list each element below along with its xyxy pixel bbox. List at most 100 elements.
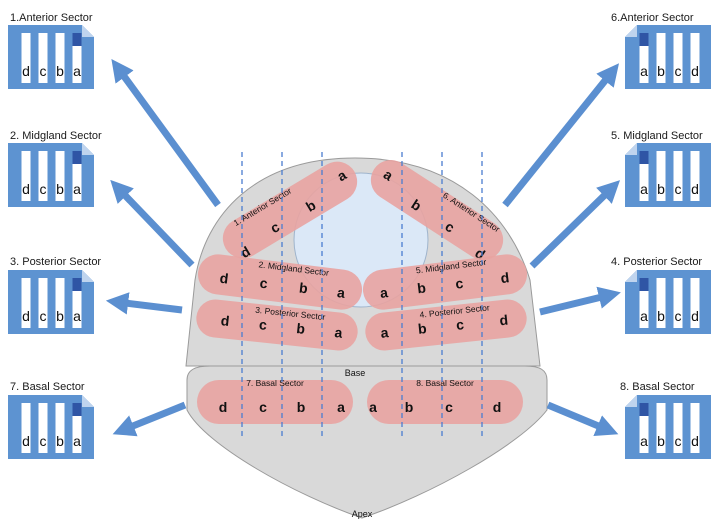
- arrow-1: [111, 58, 221, 208]
- tray-4-letter-c: c: [675, 308, 682, 324]
- zone-4-core-d: d: [499, 312, 509, 329]
- tray-3-letter-c: c: [40, 308, 47, 324]
- tray-5-marker: [639, 151, 649, 164]
- tray-6-slot-2: [656, 33, 666, 83]
- tray-label-1: 1.Anterior Sector: [10, 12, 93, 24]
- zone-8-core-a: a: [369, 399, 377, 415]
- tray-7-slot-2: [38, 403, 48, 453]
- tray-4-slot-1: [639, 278, 649, 328]
- zone-6-shape: [370, 160, 504, 260]
- tray-1-fold: [82, 25, 94, 37]
- zone-3-core-a: a: [334, 324, 344, 341]
- tray-5-fold: [625, 143, 637, 155]
- tray-8-marker: [639, 403, 649, 416]
- tray-7-letter-d: d: [22, 433, 30, 449]
- zone-3-core-c: c: [258, 316, 268, 333]
- zone-3-core-b: b: [296, 320, 306, 337]
- base-label: Base: [345, 368, 366, 378]
- tray-8-letter-d: d: [691, 433, 699, 449]
- tray-label-6: 6.Anterior Sector: [611, 12, 694, 24]
- zone-7-shape: [197, 380, 353, 424]
- tray-6-letter-a: a: [640, 63, 648, 79]
- tray-1-slot-2: [38, 33, 48, 83]
- tray-label-7: 7. Basal Sector: [10, 381, 85, 393]
- tray-2-letter-a: a: [73, 181, 81, 197]
- tray-5-slot-4: [690, 151, 700, 201]
- zone-4-core-c: c: [455, 316, 465, 333]
- zone-5-shape: [362, 254, 528, 310]
- tray-8-letter-a: a: [640, 433, 648, 449]
- tray-1-letter-b: b: [56, 63, 64, 79]
- tray-4-letter-d: d: [691, 308, 699, 324]
- zone-8-shape: [367, 380, 523, 424]
- tray-5-slot-3: [673, 151, 683, 201]
- tray-5-letter-d: d: [691, 181, 699, 197]
- tray-7-slot-3: [55, 403, 65, 453]
- tray-3-slot-1: [21, 278, 31, 328]
- tray-8-fold: [625, 395, 637, 407]
- tray-4-slot-4: [690, 278, 700, 328]
- tray-8-slot-2: [656, 403, 666, 453]
- zone-2-core-c: c: [259, 275, 269, 292]
- tray-6-slot-1: [639, 33, 649, 83]
- tray-4-fold: [625, 270, 637, 282]
- arrow-8: [546, 401, 619, 437]
- tray-7-letter-b: b: [56, 433, 64, 449]
- zone-2-core-b: b: [298, 279, 308, 296]
- tray-7-slot-1: [21, 403, 31, 453]
- tray-2-slot-4: [72, 151, 82, 201]
- tray-2-slot-3: [55, 151, 65, 201]
- zone-5-core-b: b: [416, 279, 426, 296]
- tray-2-letter-b: b: [56, 181, 64, 197]
- tray-1-slot-1: [21, 33, 31, 83]
- tray-8-letter-c: c: [675, 433, 682, 449]
- tray-8-slot-1: [639, 403, 649, 453]
- tray-label-5: 5. Midgland Sector: [611, 130, 703, 142]
- tray-label-8: 8. Basal Sector: [620, 381, 695, 393]
- tray-1-slot-3: [55, 33, 65, 83]
- tray-1-letter-c: c: [40, 63, 47, 79]
- arrow-5: [502, 63, 620, 208]
- tray-3-slot-4: [72, 278, 82, 328]
- tray-3-slot-2: [38, 278, 48, 328]
- tray-label-2: 2. Midgland Sector: [10, 130, 102, 142]
- tray-6-fold: [625, 25, 637, 37]
- tray-7-letter-a: a: [73, 433, 81, 449]
- tray-4-letter-a: a: [640, 308, 648, 324]
- zone-3-core-d: d: [220, 312, 230, 329]
- tray-3-letter-b: b: [56, 308, 64, 324]
- tray-5-slot-1: [639, 151, 649, 201]
- tray-label-3: 3. Posterior Sector: [10, 256, 102, 268]
- tray-3-letter-d: d: [22, 308, 30, 324]
- arrow-3: [105, 292, 183, 315]
- zone-4-core-b: b: [417, 320, 427, 337]
- tray-7-marker: [72, 403, 82, 416]
- tray-2-slot-1: [21, 151, 31, 201]
- tray-5-letter-c: c: [675, 181, 682, 197]
- zone-7-core-b: b: [297, 399, 306, 415]
- arrow-4: [112, 401, 187, 437]
- tray-3-fold: [82, 270, 94, 282]
- tray-7-slot-4: [72, 403, 82, 453]
- tray-4-marker: [639, 278, 649, 291]
- tray-7-letter-c: c: [40, 433, 47, 449]
- tray-2-fold: [82, 143, 94, 155]
- tray-1-marker: [72, 33, 82, 46]
- tray-1-slot-4: [72, 33, 82, 83]
- zone-4-core-a: a: [380, 324, 390, 341]
- zone-8-core-c: c: [445, 399, 453, 415]
- tray-6-letter-d: d: [691, 63, 699, 79]
- zone-8-label: 8. Basal Sector: [416, 378, 474, 388]
- zone-7-core-c: c: [259, 399, 267, 415]
